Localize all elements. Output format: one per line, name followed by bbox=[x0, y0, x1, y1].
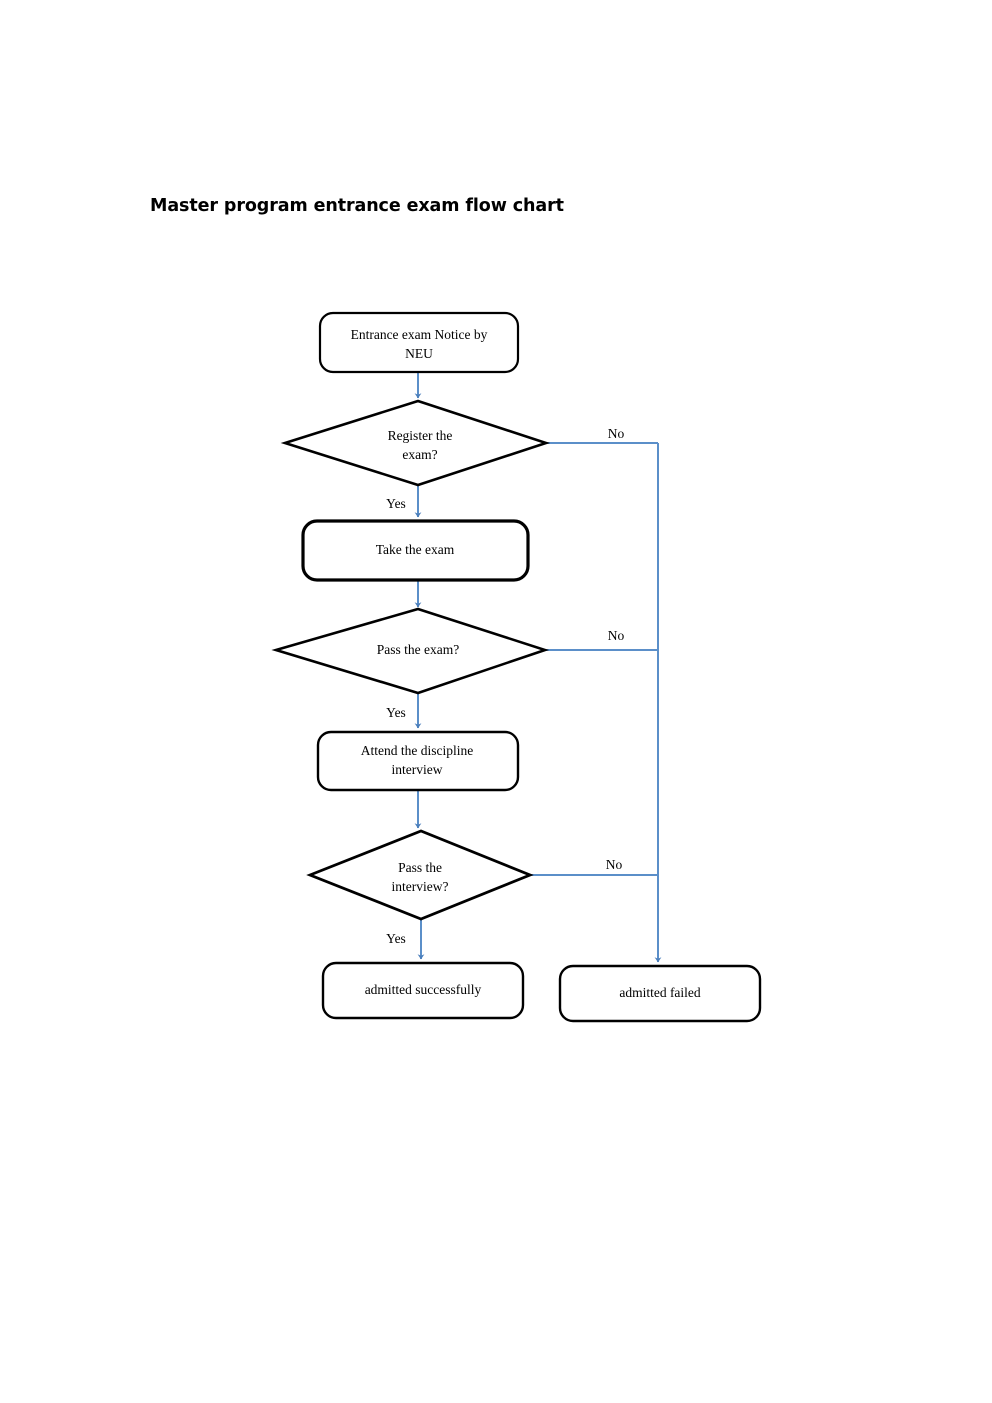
node-entrance-exam-notice-line2: NEU bbox=[405, 346, 433, 361]
edge-label-yes-register: Yes bbox=[386, 496, 406, 511]
node-register-the-exam-decision[interactable] bbox=[280, 399, 551, 487]
node-entrance-exam-notice-line1: Entrance exam Notice by bbox=[351, 327, 488, 342]
node-pass-the-interview-decision[interactable] bbox=[306, 829, 534, 921]
node-admitted-failed-label: admitted failed bbox=[619, 985, 701, 1000]
node-admitted-successfully[interactable] bbox=[321, 961, 525, 1020]
edge-label-no-register: No bbox=[608, 426, 625, 441]
node-admitted-failed[interactable] bbox=[558, 964, 762, 1023]
node-attend-discipline-interview[interactable] bbox=[316, 730, 520, 792]
edge-label-yes-pass-interview: Yes bbox=[386, 931, 406, 946]
edge-label-no-pass-exam: No bbox=[608, 628, 625, 643]
edge-label-yes-pass-exam: Yes bbox=[386, 705, 406, 720]
node-pass-the-exam-decision[interactable] bbox=[271, 607, 550, 695]
node-admitted-successfully-label: admitted successfully bbox=[365, 982, 482, 997]
node-register-the-exam-line1: Register the bbox=[388, 428, 453, 443]
node-attend-discipline-interview-line2: interview bbox=[392, 762, 443, 777]
edge-label-no-pass-interview: No bbox=[606, 857, 623, 872]
node-attend-discipline-interview-line1: Attend the discipline bbox=[361, 743, 473, 758]
node-pass-the-exam-label: Pass the exam? bbox=[377, 642, 459, 657]
node-pass-the-interview-line2: interview? bbox=[392, 879, 449, 894]
node-entrance-exam-notice[interactable] bbox=[318, 311, 520, 374]
page-title: Master program entrance exam flow chart bbox=[150, 196, 564, 216]
node-pass-the-interview-line1: Pass the bbox=[398, 860, 442, 875]
node-register-the-exam-line2: exam? bbox=[402, 447, 437, 462]
node-take-the-exam[interactable] bbox=[301, 519, 530, 582]
node-take-the-exam-label: Take the exam bbox=[376, 542, 455, 557]
